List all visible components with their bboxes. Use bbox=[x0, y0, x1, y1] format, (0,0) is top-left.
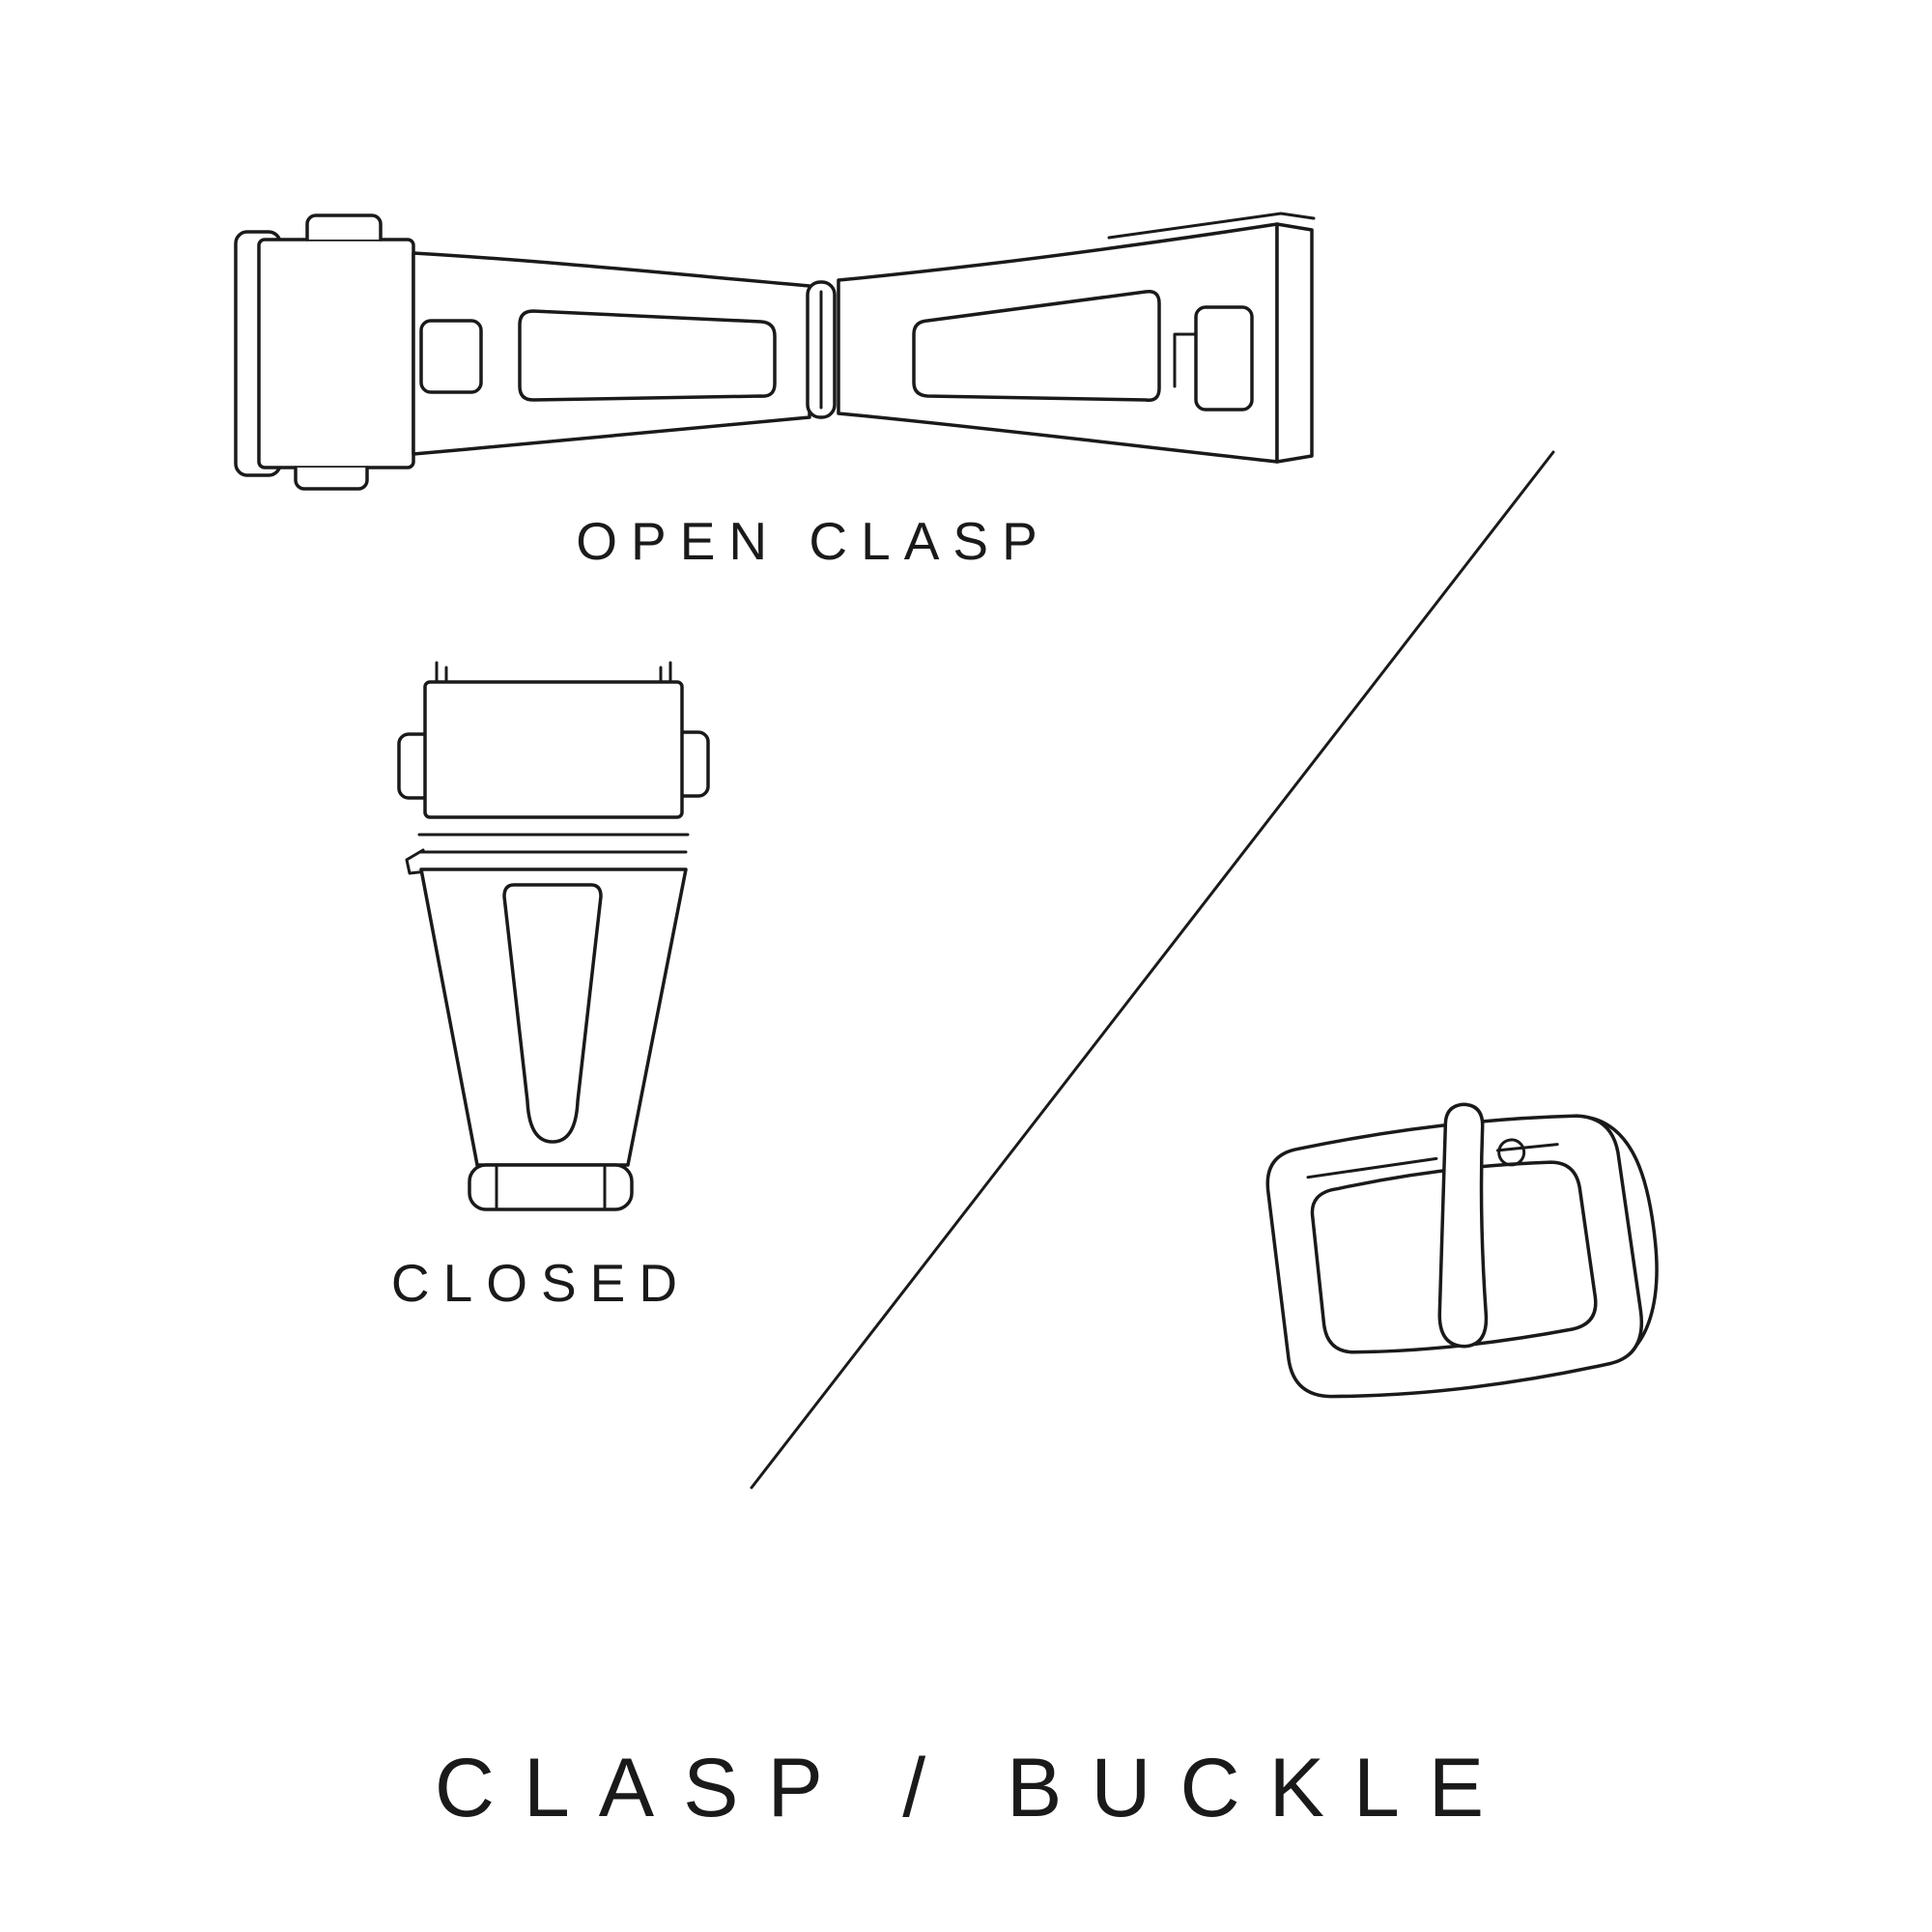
closed-clasp-bottom-bar bbox=[468, 1163, 634, 1211]
closed-clasp-left-fold bbox=[405, 848, 429, 875]
open-clasp-right-end-bar bbox=[1275, 222, 1314, 464]
closed-clasp-left-ear bbox=[397, 732, 427, 800]
buckle-illustration bbox=[1265, 1102, 1659, 1399]
closed-clasp-top-box bbox=[423, 680, 684, 819]
buckle-prong bbox=[1437, 1102, 1489, 1349]
open-clasp-right-slot bbox=[1194, 305, 1254, 412]
open-clasp-left-inset bbox=[518, 309, 777, 402]
open-clasp-label: OPEN CLASP bbox=[576, 511, 1051, 571]
divider-line bbox=[750, 450, 1555, 1490]
buckle-pin-right bbox=[1495, 1143, 1559, 1152]
open-clasp-left-bottom-tab bbox=[294, 466, 369, 491]
closed-clasp-illustration bbox=[397, 661, 710, 1211]
buckle-pin-ring bbox=[1497, 1138, 1526, 1167]
closed-clasp-label: CLOSED bbox=[390, 1253, 692, 1313]
open-clasp-hook-notch bbox=[419, 319, 483, 394]
page-title: CLASP / BUCKLE bbox=[434, 1742, 1514, 1834]
buckle-pin-left bbox=[1306, 1156, 1438, 1179]
closed-clasp-body bbox=[419, 867, 688, 1167]
closed-clasp-right-ear bbox=[680, 730, 710, 798]
open-clasp-left-top-tab bbox=[305, 213, 383, 242]
closed-clasp-left-prong bbox=[435, 661, 448, 684]
open-clasp-right-flange bbox=[1107, 212, 1316, 240]
open-clasp-right-inset bbox=[912, 290, 1161, 402]
open-clasp-left-plate bbox=[257, 238, 415, 469]
open-clasp-right-hook bbox=[1173, 332, 1196, 388]
open-clasp-left-blade bbox=[412, 251, 811, 456]
closed-clasp-slot bbox=[502, 883, 603, 1144]
open-clasp-right-blade bbox=[837, 222, 1279, 464]
open-clasp-illustration bbox=[234, 212, 1316, 491]
closed-clasp-right-prong bbox=[659, 661, 672, 684]
